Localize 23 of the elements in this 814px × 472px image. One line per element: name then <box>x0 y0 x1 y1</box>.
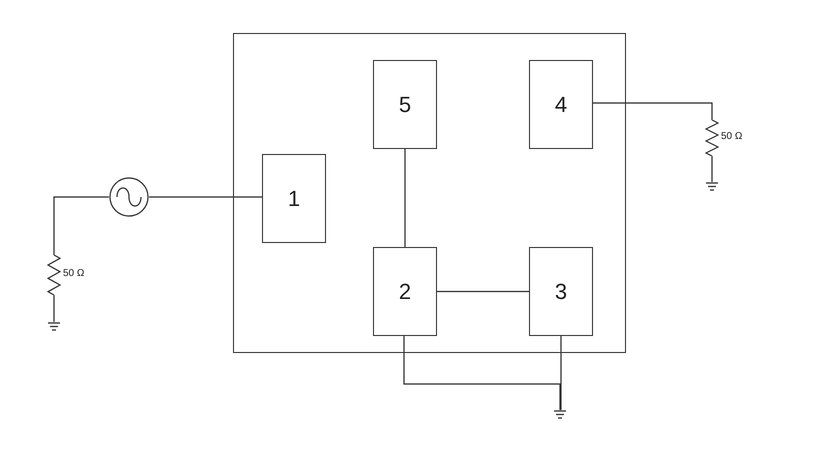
numbered-block: 3 <box>529 247 593 336</box>
numbered-block: 1 <box>262 154 326 243</box>
resistor-symbol <box>47 255 61 295</box>
enclosure-box <box>233 33 626 353</box>
wire <box>403 336 561 410</box>
wire <box>404 149 406 247</box>
resistor-symbol <box>705 120 719 156</box>
wire <box>560 336 562 410</box>
resistor-value-label: 50 Ω <box>721 131 742 142</box>
numbered-block: 2 <box>373 247 437 336</box>
wire <box>53 196 109 255</box>
numbered-block: 4 <box>529 60 593 149</box>
wire <box>593 102 713 120</box>
resistor-value-label: 50 Ω <box>63 268 84 279</box>
ground-symbol <box>706 182 718 191</box>
ground-symbol <box>554 410 566 419</box>
wire <box>711 156 713 182</box>
wire <box>149 196 262 198</box>
wire <box>53 295 55 322</box>
ground-symbol <box>48 322 60 331</box>
numbered-block: 5 <box>373 60 437 149</box>
ac-source-symbol <box>109 177 149 217</box>
wire <box>437 290 529 292</box>
